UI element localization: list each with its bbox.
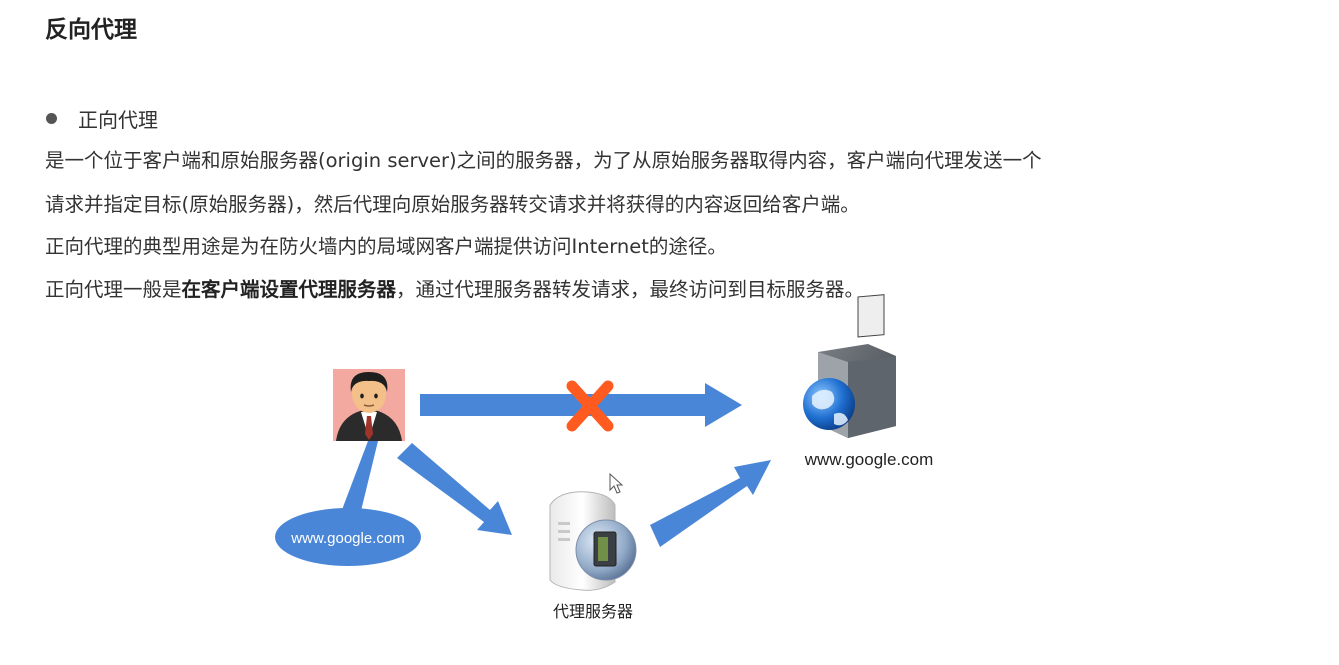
- paragraph-line-4: 正向代理一般是在客户端设置代理服务器，通过代理服务器转发请求，最终访问到目标服务…: [45, 275, 864, 305]
- paragraph-line-1: 是一个位于客户端和原始服务器(origin server)之间的服务器，为了从原…: [45, 149, 1042, 172]
- server-tower-front: [848, 356, 896, 438]
- paragraph-text: ，通过代理服务器转发请求，最终访问到目标服务器。: [396, 278, 865, 301]
- user-mouth: [363, 404, 375, 407]
- user-icon: [333, 369, 405, 441]
- proxy-server-label: 代理服务器: [553, 602, 633, 621]
- user-hair: [350, 372, 388, 392]
- blocked-x-icon: [566, 380, 614, 432]
- target-server-label: www.google.com: [804, 450, 934, 469]
- proxy-server-icon: [549, 491, 637, 591]
- user-face: [352, 375, 386, 413]
- user-tie: [365, 416, 373, 440]
- server-panel: [857, 294, 885, 338]
- bubble-body: [275, 508, 421, 566]
- client-to-proxy-arrow: [397, 443, 512, 535]
- bullet-item-forward-proxy: 正向代理: [46, 103, 158, 133]
- mouse-cursor-icon: [609, 472, 624, 494]
- paragraph-line-3: 正向代理的典型用途是为在防火墙内的局域网客户端提供访问Internet的途径。: [45, 235, 727, 258]
- user-eye: [360, 393, 364, 399]
- paragraph-line-2: 请求并指定目标(原始服务器)，然后代理向原始服务器转交请求并将获得的内容返回给客…: [45, 193, 860, 216]
- user-eye: [374, 393, 378, 399]
- bubble-tail: [340, 441, 378, 515]
- request-bubble: www.google.com: [275, 441, 421, 566]
- bubble-label: www.google.com: [290, 530, 404, 547]
- page-title: 反向代理: [45, 17, 137, 43]
- direct-request-arrow: [420, 383, 742, 427]
- emphasis-text: 在客户端设置代理服务器: [181, 278, 397, 301]
- web-server-icon: [803, 294, 896, 438]
- proxy-to-target-arrow: [650, 460, 771, 547]
- bullet-label: 正向代理: [78, 107, 158, 132]
- bullet-dot-icon: [46, 112, 57, 124]
- paragraph-text: 正向代理一般是: [45, 278, 182, 301]
